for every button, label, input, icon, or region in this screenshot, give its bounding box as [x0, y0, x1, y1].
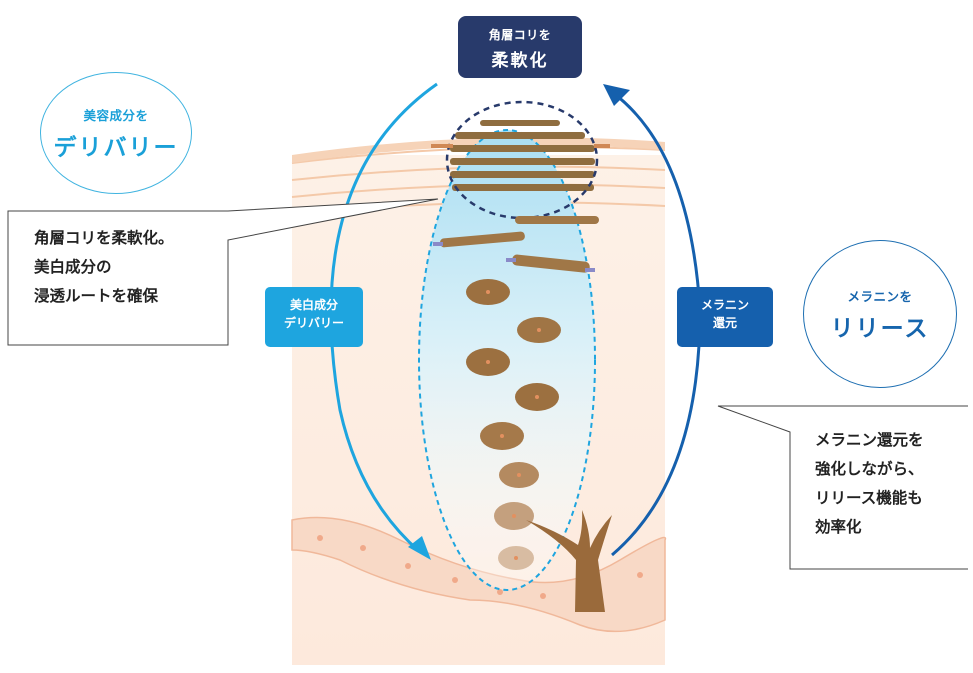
release-circle: メラニンを リリース: [803, 240, 957, 388]
melanin-reduction-badge: メラニン 還元: [677, 287, 773, 347]
release-circle-line1: メラニンを: [847, 288, 913, 304]
melanin-cell-nucleus: [486, 290, 490, 294]
left-badge-line2: デリバリー: [283, 316, 344, 330]
corneum-stack: [450, 120, 595, 191]
delivery-circle-line1: 美容成分を: [83, 107, 149, 123]
basal-dots: [317, 535, 643, 599]
whitening-delivery-badge: 美白成分 デリバリー: [265, 287, 363, 347]
left-callout-line: 浸透ルートを確保: [34, 287, 159, 305]
right-callout-box: [717, 405, 968, 570]
right-badge-line2: 還元: [712, 316, 737, 330]
melanin-cell-nucleus: [512, 514, 516, 518]
top-box-line1: 角層コリを: [488, 28, 552, 42]
left-arc-arrow: [329, 82, 438, 554]
melanin-cell-nucleus: [517, 473, 521, 477]
left-callout: 角層コリを柔軟化。 美白成分の 浸透ルートを確保: [34, 224, 174, 311]
melanin-cell-nucleus: [514, 556, 518, 560]
right-callout: メラニン還元を 強化しながら、 リリース機能も 効率化: [815, 426, 924, 542]
left-callout-line: 美白成分の: [34, 258, 112, 276]
melanin-cell-nucleus: [486, 360, 490, 364]
right-callout-line: メラニン還元を: [815, 431, 924, 449]
right-badge-line1: メラニン: [700, 298, 749, 312]
right-callout-line: 強化しながら、: [815, 460, 924, 478]
top-box-line2: 柔軟化: [491, 51, 549, 71]
melanin-cell-nucleus: [500, 434, 504, 438]
delivery-circle-line2: デリバリー: [53, 134, 179, 161]
left-badge-line1: 美白成分: [289, 298, 338, 312]
melanocyte: [526, 510, 612, 612]
melanin-cells: [466, 279, 561, 570]
melanin-cell-nucleus: [535, 395, 539, 399]
soften-corneum-box: 角層コリを 柔軟化: [458, 16, 582, 78]
melanin-cell-nucleus: [537, 328, 541, 332]
right-callout-line: 効率化: [815, 518, 862, 536]
right-callout-line: リリース機能も: [815, 489, 923, 507]
release-circle-line2: リリース: [830, 315, 930, 342]
delivery-zone-outline: [418, 129, 596, 591]
flattened-cells: [440, 216, 599, 273]
left-callout-box: [7, 198, 439, 346]
left-callout-line: 角層コリを柔軟化。: [34, 229, 174, 247]
delivery-circle: 美容成分を デリバリー: [40, 72, 192, 194]
